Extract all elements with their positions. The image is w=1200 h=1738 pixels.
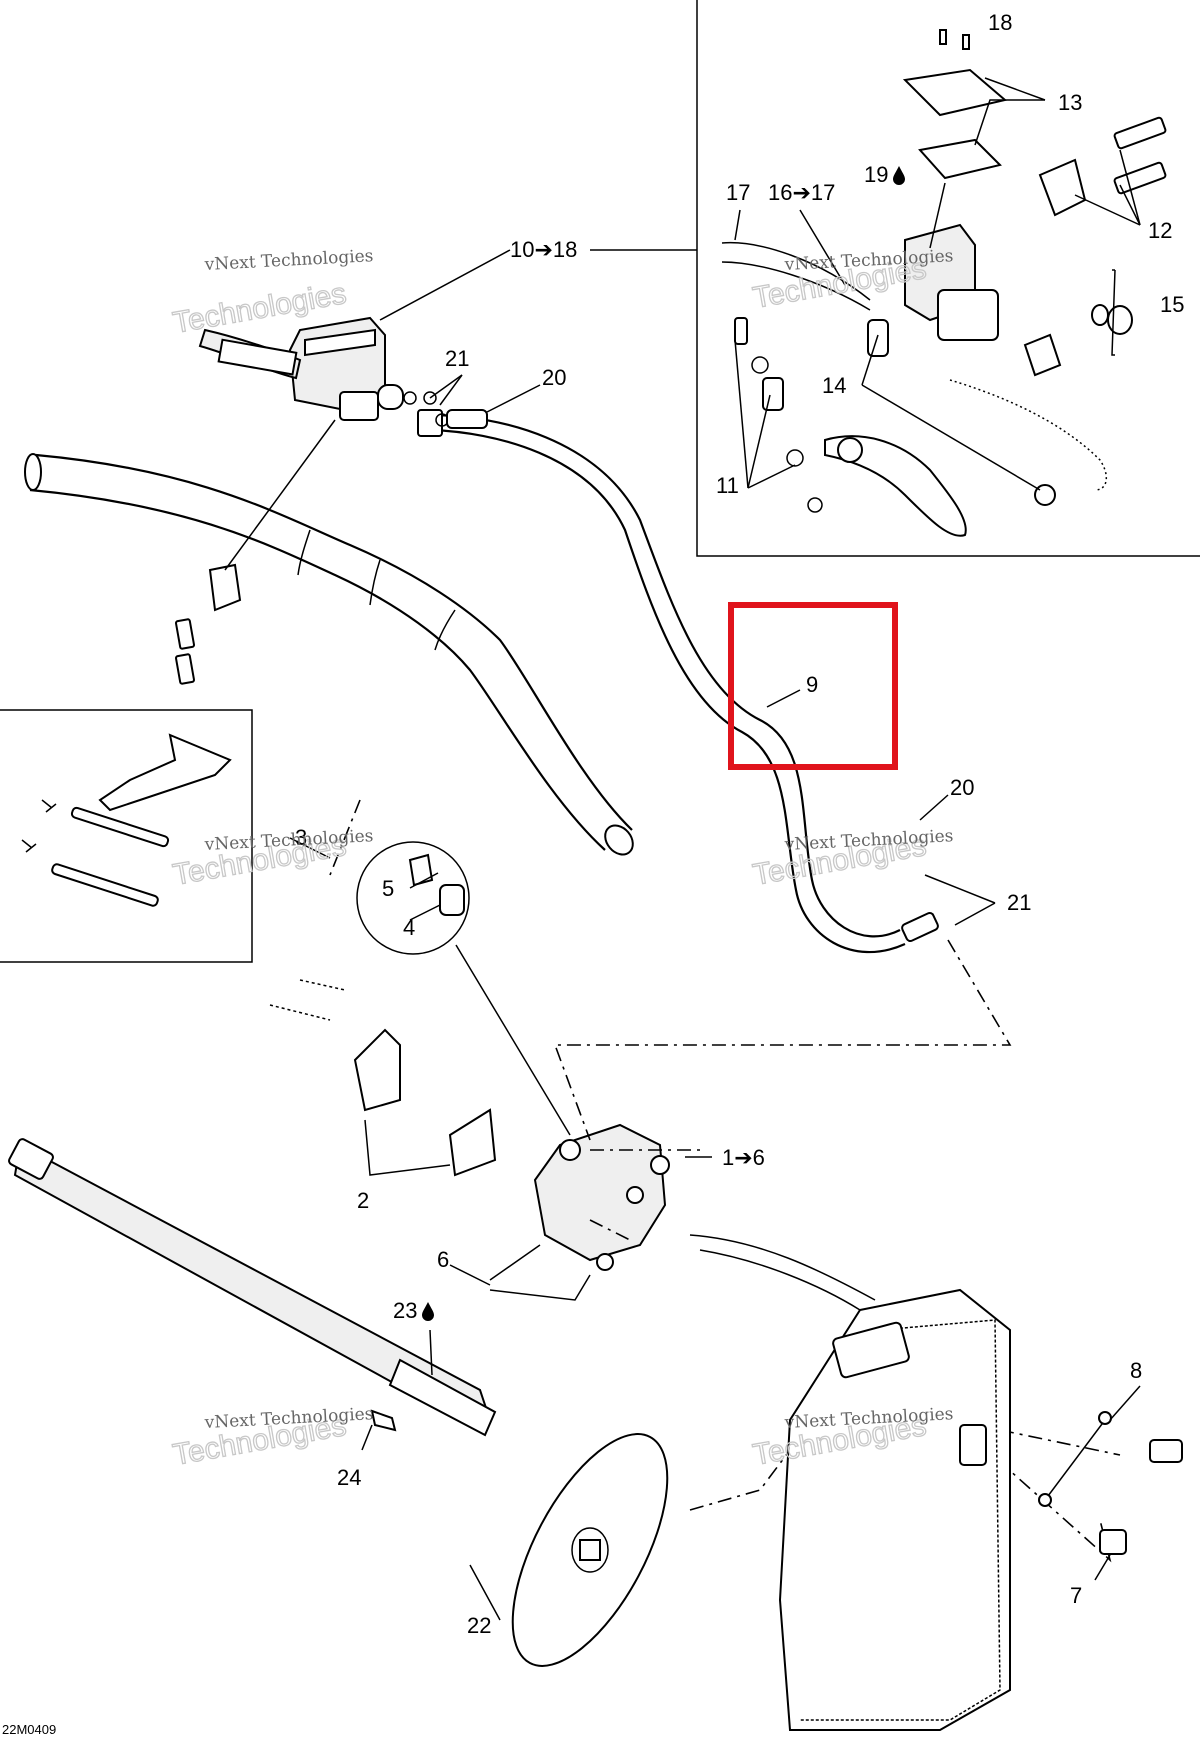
callout-15: 15 [1160,292,1184,317]
callouts: 18 13 19 17 16➔17 12 15 14 11 10➔18 21 2… [2,10,1184,1737]
callout-21-upper: 21 [445,346,469,371]
hose-fitting-upper [417,409,443,437]
callout-3: 3 [295,825,307,850]
inset-brake-pedal-box [0,709,253,963]
callout-22: 22 [467,1613,491,1638]
callout-8: 8 [1130,1358,1142,1383]
banjo-bolt-upper [446,409,488,429]
master-cylinder-assembly [174,316,488,685]
callout-4: 4 [403,915,415,940]
bleeder-screw [439,884,465,916]
callout-6: 6 [437,1247,449,1272]
brake-disc [511,1433,669,1667]
callout-16: 16➔17 [768,180,835,205]
callout-20-upper: 20 [542,365,566,390]
leader-lines [289,249,1141,1621]
woodruff-key [370,1409,397,1432]
brake-pedal-parts [21,733,232,907]
callout-21-lower: 21 [1007,890,1031,915]
reservoir-gasket [918,138,1002,180]
callout-10: 10➔18 [510,237,577,262]
handlebar-clamp [1038,158,1087,217]
handlebar [24,453,634,856]
bolt-8 [1149,1439,1183,1463]
callout-5: 5 [382,876,394,901]
torque-link [959,1424,987,1466]
inset-master-cylinder-box [696,0,1200,557]
oil-drop-icon [422,1302,434,1321]
watermark-text: vNext Technologies [203,246,374,275]
callout-17: 17 [726,180,750,205]
chaincase [689,1234,1183,1731]
drive-shaft [8,1138,497,1437]
callout-1: 1➔6 [722,1145,765,1170]
callout-9: 9 [806,672,818,697]
callout-19: 19 [864,162,888,187]
brake-pads [269,979,497,1177]
inset-brake-lever [824,435,967,537]
bleeder-cap [408,853,434,887]
caliper [489,1123,712,1301]
callout-12: 12 [1148,218,1172,243]
oil-drop-icon [893,166,905,185]
callout-2: 2 [357,1188,369,1213]
inset-parts [721,29,1167,537]
reservoir-cover [902,68,1008,117]
drawing-code: 22M0409 [2,1722,56,1737]
bleeder-detail [356,841,571,1136]
callout-20-lower: 20 [950,775,974,800]
hose-fitting-lower [901,911,939,943]
callout-11: 11 [716,473,739,498]
highlight-box [728,602,898,770]
callout-7: 7 [1070,1583,1082,1608]
callout-13: 13 [1058,90,1082,115]
bolt-7 [1099,1529,1127,1555]
callout-24: 24 [337,1465,361,1490]
callout-23: 23 [393,1298,417,1323]
callout-14: 14 [822,373,846,398]
brake-hose [417,409,939,954]
callout-18: 18 [988,10,1012,35]
